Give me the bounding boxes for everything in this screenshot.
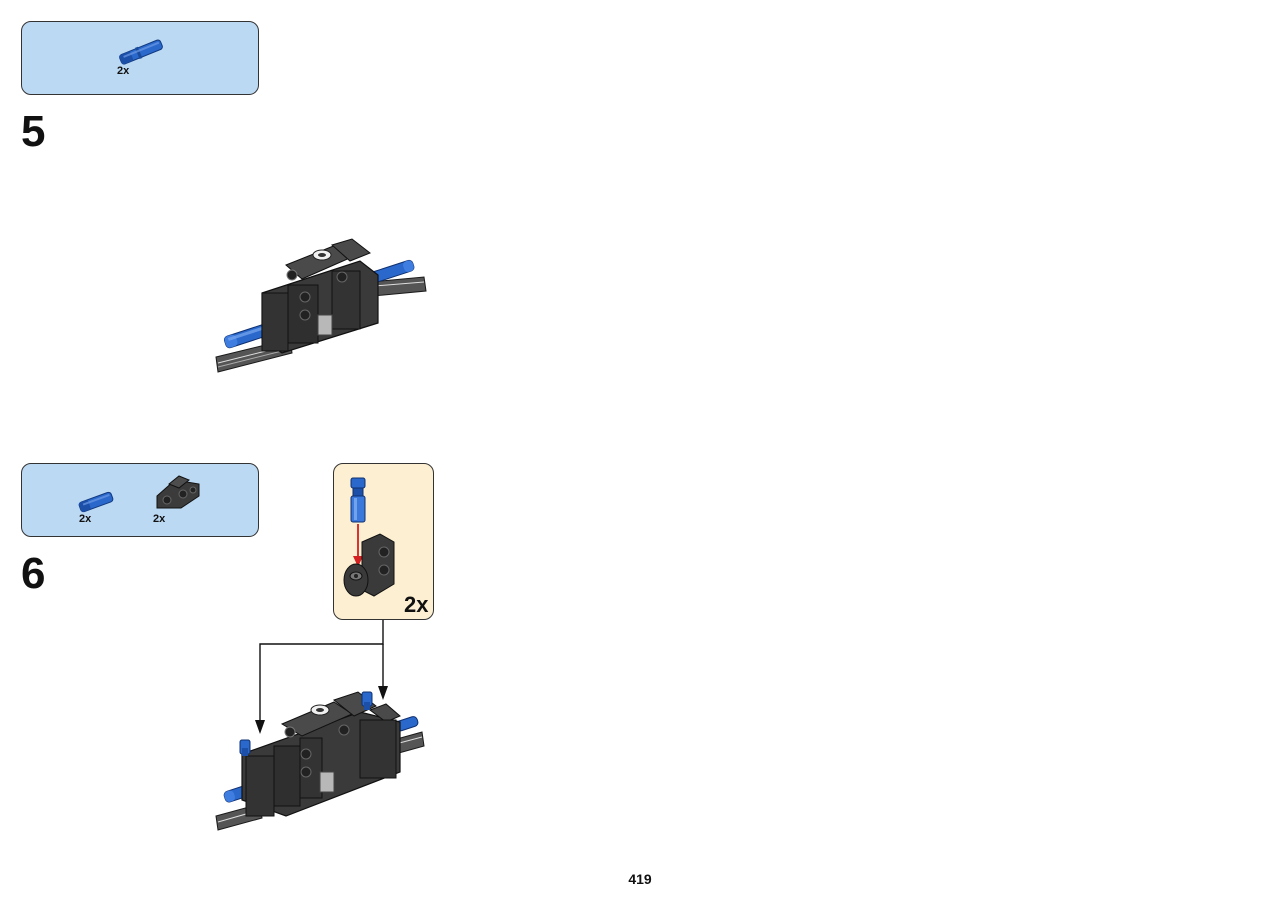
step-6-number: 6 <box>21 549 46 598</box>
step-5-part-qty: 2x <box>117 65 130 77</box>
blue-axle-pin-icon <box>119 39 163 65</box>
step-6-parts-list <box>21 463 259 537</box>
callout-subassembly-illustration <box>343 477 395 597</box>
step-6-assembly-illustration <box>215 691 425 831</box>
callout-qty: 2x <box>404 592 429 617</box>
step-6-part-2-qty: 2x <box>153 513 166 525</box>
callout-connector-arrows <box>255 620 388 734</box>
dark-gray-beam-connector-icon <box>156 475 200 509</box>
step-5-number: 5 <box>21 107 46 156</box>
step-5-assembly-illustration <box>215 238 427 373</box>
page-number: 419 <box>628 871 652 887</box>
blue-axle-pin-icon <box>78 491 114 513</box>
step-6-part-1-qty: 2x <box>79 513 92 525</box>
